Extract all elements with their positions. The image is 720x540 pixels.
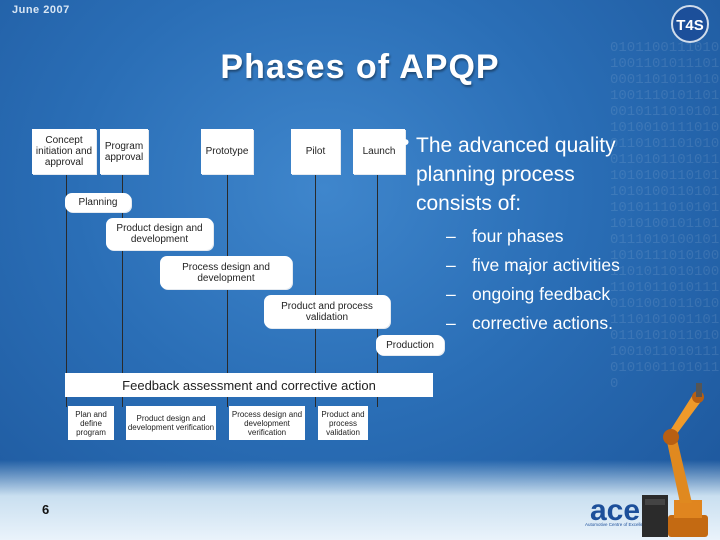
verification-validation: Product and process validation xyxy=(318,406,368,440)
list-item: –four phases xyxy=(446,222,620,251)
timeline-line xyxy=(66,175,67,407)
page-title: Phases of APQP xyxy=(220,48,500,86)
phase-label: Program approval xyxy=(104,140,144,163)
list-item: –five major activities xyxy=(446,251,620,280)
phase-program-approval: Program approval xyxy=(100,129,148,174)
floor-gradient xyxy=(0,460,720,540)
bullet-text: ongoing feedback xyxy=(472,284,611,304)
timeline-line xyxy=(315,175,316,407)
phase-pilot: Pilot xyxy=(291,129,340,174)
verification-label: Product design and development verificat… xyxy=(127,414,215,432)
activity-label: Product design and development xyxy=(116,223,203,245)
bullet-marker: • xyxy=(402,131,410,154)
date-label: June 2007 xyxy=(12,4,70,16)
ace-tagline: Automotive Centre of Excellence xyxy=(585,522,651,527)
t4s-logo-icon: T4S xyxy=(671,5,709,43)
verification-process: Process design and development verificat… xyxy=(229,406,305,440)
binary-pattern-decoration: 0101100111010100110101110100011010110101… xyxy=(610,40,720,392)
dash-marker: – xyxy=(446,284,456,304)
list-item: –ongoing feedback xyxy=(446,280,620,309)
page-number: 6 xyxy=(42,502,50,517)
verification-product: Product design and development verificat… xyxy=(126,406,216,440)
bullet-text: five major activities xyxy=(472,255,620,275)
bullet-text: corrective actions. xyxy=(472,313,614,333)
feedback-bar: Feedback assessment and corrective actio… xyxy=(65,373,433,397)
svg-text:T4S: T4S xyxy=(676,17,704,34)
phase-concept: Concept initiation and approval xyxy=(32,129,96,174)
dash-marker: – xyxy=(446,226,456,246)
dash-marker: – xyxy=(446,255,456,275)
phase-label: Launch xyxy=(362,146,396,157)
svg-text:ace: ace xyxy=(590,494,640,527)
phase-label: Prototype xyxy=(205,146,249,157)
list-item: –corrective actions. xyxy=(446,309,620,338)
ace-logo-icon: ace xyxy=(590,494,640,527)
bullet-text: four phases xyxy=(472,226,564,246)
intro-text: The advanced quality planning process co… xyxy=(416,134,616,215)
activity-validation: Product and process validation xyxy=(264,295,390,328)
phase-prototype: Prototype xyxy=(201,129,253,174)
bullet-list: –four phases –five major activities –ong… xyxy=(446,222,620,338)
robot-arm-icon xyxy=(642,383,708,537)
activity-label: Process design and development xyxy=(182,261,270,284)
timeline-line xyxy=(122,175,123,407)
phase-label: Pilot xyxy=(305,146,326,157)
feedback-label: Feedback assessment and corrective actio… xyxy=(122,377,376,393)
dash-marker: – xyxy=(446,313,456,333)
phase-launch: Launch xyxy=(353,129,405,174)
activity-label: Planning xyxy=(78,197,118,208)
phase-label: Concept initiation and approval xyxy=(35,135,93,168)
timeline-line xyxy=(377,175,378,407)
verification-label: Plan and define program xyxy=(75,409,107,437)
verification-plan: Plan and define program xyxy=(68,406,114,440)
timeline-line xyxy=(227,175,228,407)
activity-label: Production xyxy=(386,339,434,351)
activity-product-design: Product design and development xyxy=(106,218,213,250)
verification-label: Process design and development verificat… xyxy=(231,409,303,437)
activity-process-design: Process design and development xyxy=(160,256,292,289)
verification-label: Product and process validation xyxy=(321,409,365,437)
activity-production: Production xyxy=(376,335,444,355)
activity-label: Product and process validation xyxy=(281,300,373,323)
activity-planning: Planning xyxy=(65,193,131,212)
